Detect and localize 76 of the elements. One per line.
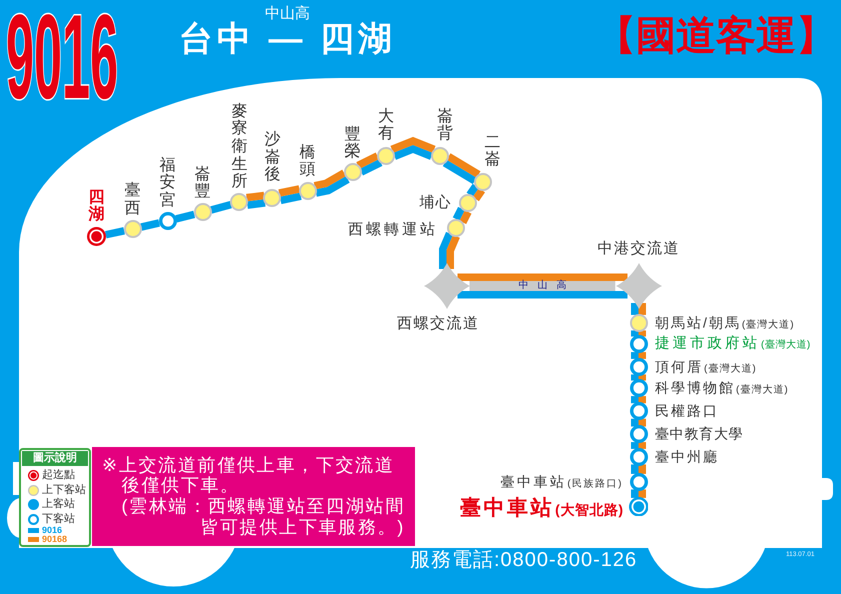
phone-number: 服務電話:0800-800-126 — [410, 549, 638, 571]
route-line — [472, 188, 486, 202]
route-line — [104, 227, 125, 238]
route-line — [638, 464, 646, 474]
road-note: (民族路口) — [567, 478, 623, 490]
route-line — [446, 234, 460, 269]
station-name: 二崙 — [484, 134, 500, 169]
station-name: 臺中車站 — [500, 473, 566, 490]
legend-label: 9016 — [42, 525, 62, 535]
station-name: 西螺交流道 — [396, 315, 480, 333]
station-name: 麥寮衛生所 — [231, 102, 248, 191]
station-name: 崙背 — [437, 108, 453, 143]
route-line — [452, 206, 465, 221]
route-line — [315, 176, 350, 197]
route-line — [360, 159, 382, 176]
station-name: 臺中州廳 — [655, 448, 719, 466]
station-name: 橋頭 — [300, 144, 316, 179]
station-name: 朝馬站/朝馬 — [655, 314, 741, 331]
note-panel — [92, 447, 415, 546]
station-name: 中港交流道 — [597, 240, 680, 258]
station-name: 臺西 — [124, 182, 141, 218]
route-line — [446, 153, 481, 178]
route-line — [175, 210, 196, 223]
route-line — [356, 152, 380, 169]
route-line — [458, 291, 628, 298]
station-name: 臺中教育大學 — [655, 426, 744, 443]
route-line — [393, 145, 433, 160]
route-title: 台中 — 四湖 — [179, 22, 396, 56]
route-line — [466, 184, 479, 197]
station-name: 頂何厝 — [655, 358, 703, 375]
route-line — [442, 160, 477, 184]
route-line — [631, 442, 638, 449]
route-line — [314, 170, 346, 190]
route-line — [140, 219, 160, 231]
station-name: 臺中車站 — [460, 495, 554, 520]
station-name: 民權路口 — [655, 402, 719, 420]
route-line — [631, 396, 638, 404]
road-note: (臺灣大道) — [761, 340, 811, 352]
road-note: (臺灣大道) — [736, 384, 789, 397]
legend-label: 上客站 — [42, 498, 75, 510]
station-name: 埔心 — [419, 194, 452, 212]
station-name: 大有 — [378, 108, 394, 143]
road-note: (臺灣大道) — [704, 363, 757, 376]
legend-label: 起迄點 — [42, 468, 75, 482]
route-line — [246, 199, 266, 209]
legend-label: 90168 — [42, 534, 68, 544]
legend-title: 圖示說明 — [22, 451, 88, 466]
route-line — [631, 352, 638, 359]
route-line — [280, 192, 302, 204]
route-line — [439, 232, 453, 269]
road-note: (臺灣大道) — [742, 319, 795, 332]
note-text: ※上交流道前僅供上車，下交流道後僅供下車。 — [102, 454, 396, 496]
route-line — [631, 464, 638, 474]
route-line — [390, 136, 436, 153]
station-name: 崙豐 — [194, 166, 211, 201]
note-text: (雲林端：西螺轉運站至四湖站間皆可提供上下車服務。) — [120, 496, 405, 538]
station-name: 捷運市政府站 — [655, 336, 760, 353]
route-line — [278, 185, 300, 197]
route-number: 9016 — [6, 12, 118, 102]
station-name: 豐榮 — [344, 126, 361, 161]
station-name: 福安宮 — [160, 156, 176, 210]
legend-label: 上下客站 — [42, 484, 86, 496]
route-line — [458, 274, 628, 281]
route-line — [638, 303, 646, 315]
station-name: 沙崙後 — [264, 131, 280, 184]
legend-label: 下客站 — [42, 512, 75, 526]
station-name: 西螺轉運站 — [348, 220, 438, 239]
service-type-label: 【國道客運】 — [596, 13, 836, 60]
route-line — [246, 192, 265, 202]
route-line — [210, 200, 232, 214]
station-name: 四湖 — [88, 188, 105, 224]
via-label: 中山高 — [265, 6, 310, 21]
route-line — [459, 210, 472, 224]
route-line — [631, 303, 638, 315]
station-name: 科學博物館 — [655, 380, 735, 397]
road-note: (大智北路) — [555, 501, 624, 518]
